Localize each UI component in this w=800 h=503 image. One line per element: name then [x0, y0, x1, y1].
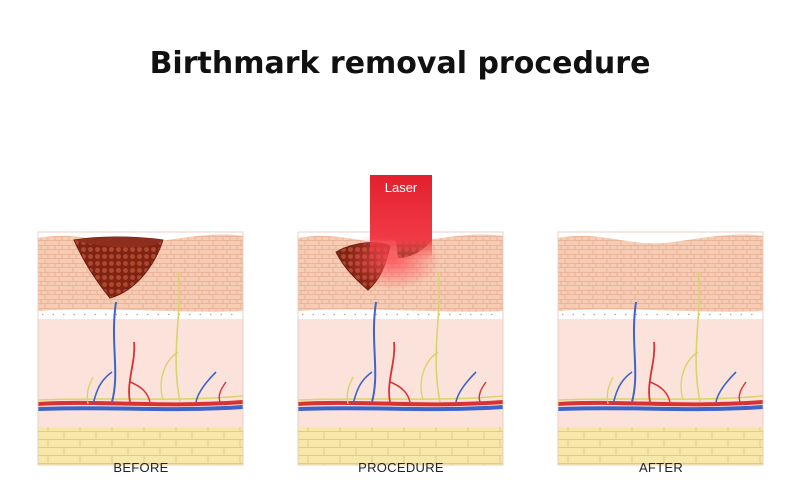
- laser-beam: Laser: [370, 175, 432, 260]
- laser-label: Laser: [385, 180, 418, 195]
- panel-after: [556, 230, 765, 467]
- panel-before: [36, 230, 245, 467]
- caption-procedure: PROCEDURE: [358, 460, 444, 475]
- diagram-title: Birthmark removal procedure: [149, 46, 651, 81]
- caption-after: AFTER: [638, 460, 684, 475]
- panel-procedure: [296, 230, 505, 467]
- caption-before: BEFORE: [113, 460, 169, 475]
